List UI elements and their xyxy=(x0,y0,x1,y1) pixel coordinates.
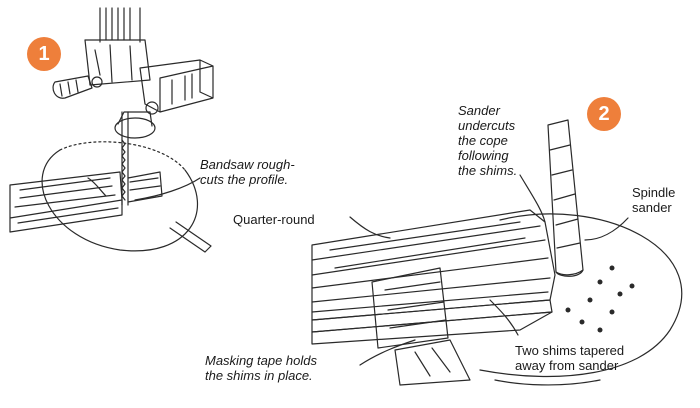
guide-bearing xyxy=(114,117,156,139)
leader-quarter-round xyxy=(349,216,391,239)
label-quarter-round: Quarter-round xyxy=(233,212,315,227)
spindle-drum xyxy=(547,119,584,276)
bandsaw-figure xyxy=(9,7,214,253)
guide-block xyxy=(84,39,151,86)
tape-tail xyxy=(394,339,471,386)
table-holes xyxy=(565,265,635,333)
leader-shims xyxy=(489,299,519,336)
thumb-screw xyxy=(52,75,93,99)
leader-spindle xyxy=(584,217,629,241)
label-bandsaw: Bandsaw rough- cuts the profile. xyxy=(200,157,295,187)
shim-upper xyxy=(311,299,553,333)
guide-post xyxy=(99,7,141,43)
workpiece-1 xyxy=(9,171,123,233)
label-masking-tape: Masking tape holds the shims in place. xyxy=(205,353,318,383)
label-spindle-sander: Spindle sander xyxy=(632,185,676,215)
step-badge-1: 1 xyxy=(27,37,61,71)
leader-tape xyxy=(359,339,416,366)
step-badge-2: 2 xyxy=(587,97,621,131)
bandsaw-table xyxy=(41,149,199,252)
saw-blade xyxy=(121,111,129,206)
sander-table xyxy=(479,213,683,378)
leader-undercut xyxy=(519,174,546,223)
sander-figure xyxy=(311,119,683,386)
label-two-shims: Two shims tapered away from sander xyxy=(515,343,625,373)
leader-bandsaw xyxy=(134,177,201,201)
masking-tape xyxy=(371,267,449,349)
label-sander-undercuts: Sander undercuts the cope following the … xyxy=(458,103,518,178)
shim-lower xyxy=(311,311,553,345)
